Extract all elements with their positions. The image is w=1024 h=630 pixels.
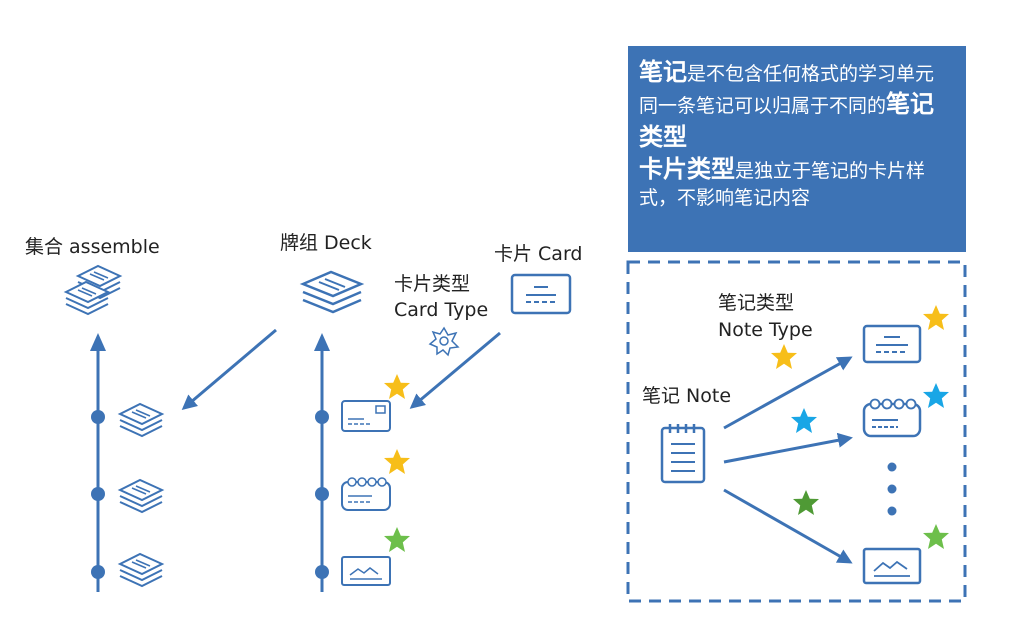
label-card: 卡片 Card (494, 243, 583, 265)
card-dotted-icon (341, 477, 391, 511)
info-line-3: 卡片类型是独立于笔记的卡片样式，不影响笔记内容 (639, 153, 956, 211)
info-line-1: 笔记是不包含任何格式的学习单元 (639, 56, 956, 88)
label-assemble: 集合 assemble (25, 236, 160, 258)
star-icon-green-2 (923, 524, 949, 549)
arrow-note-to-type-1 (723, 356, 853, 430)
note-type-dashed-box (626, 260, 967, 603)
star-icon-dark-green-1 (793, 490, 819, 515)
arrow-note-to-type-3 (723, 488, 853, 564)
card-dotted-icon-target (862, 398, 922, 438)
info-line-2: 同一条笔记可以归属于不同的笔记类型 (639, 88, 956, 153)
star-icon-gold-1 (384, 374, 410, 399)
assemble-node-1 (91, 410, 105, 424)
card-wave-icon-target (862, 547, 922, 585)
assemble-node-3 (91, 565, 105, 579)
notebook-icon (660, 424, 706, 484)
deck-node-1 (315, 410, 329, 424)
arrow-deck-to-assemble (181, 328, 277, 410)
label-deck: 牌组 Deck (280, 232, 372, 254)
deck-node-3 (315, 565, 329, 579)
card-icon-target-1 (862, 324, 922, 364)
card-front-icon (341, 400, 391, 432)
ellipsis-dots-icon (887, 462, 897, 516)
star-icon-gold-3 (771, 344, 797, 369)
label-card-type-1: 卡片类型 (394, 273, 470, 295)
info-bold-note: 笔记 (639, 58, 687, 86)
deck-node-2 (315, 487, 329, 501)
card-wave-icon (341, 556, 391, 586)
star-icon-blue-1 (791, 408, 817, 433)
assemble-timeline-arrowhead (90, 333, 106, 351)
label-note-type-1: 笔记类型 (718, 292, 794, 314)
arrow-note-to-type-2 (723, 432, 853, 464)
info-bold-note-type: 笔记类型 (639, 90, 935, 151)
star-icon-blue-2 (923, 383, 949, 408)
label-note-type-2: Note Type (718, 319, 813, 341)
star-icon-gold-2 (384, 449, 410, 474)
assemble-stack-icon (65, 265, 121, 315)
arrow-card-to-deck (409, 331, 501, 409)
info-text-3: 是独立于笔记的卡片样式，不影响笔记内容 (639, 160, 926, 209)
info-bold-card-type: 卡片类型 (639, 155, 735, 184)
deck-icon-2 (119, 479, 163, 513)
deck-icon-1 (119, 403, 163, 437)
assemble-node-2 (91, 487, 105, 501)
gear-badge-icon (428, 326, 460, 357)
deck-stack-icon (301, 270, 363, 314)
info-text-1: 是不包含任何格式的学习单元 (687, 63, 935, 85)
label-card-type-2: Card Type (394, 299, 488, 321)
star-icon-gold-4 (923, 305, 949, 330)
star-icon-green-1 (384, 527, 410, 552)
label-note: 笔记 Note (642, 385, 731, 407)
card-icon (510, 273, 572, 315)
info-box: 笔记是不包含任何格式的学习单元 同一条笔记可以归属于不同的笔记类型 卡片类型是独… (628, 46, 966, 252)
info-text-2: 同一条笔记可以归属于不同的 (639, 95, 887, 118)
deck-timeline-arrowhead (314, 333, 330, 351)
deck-icon-3 (119, 553, 163, 587)
